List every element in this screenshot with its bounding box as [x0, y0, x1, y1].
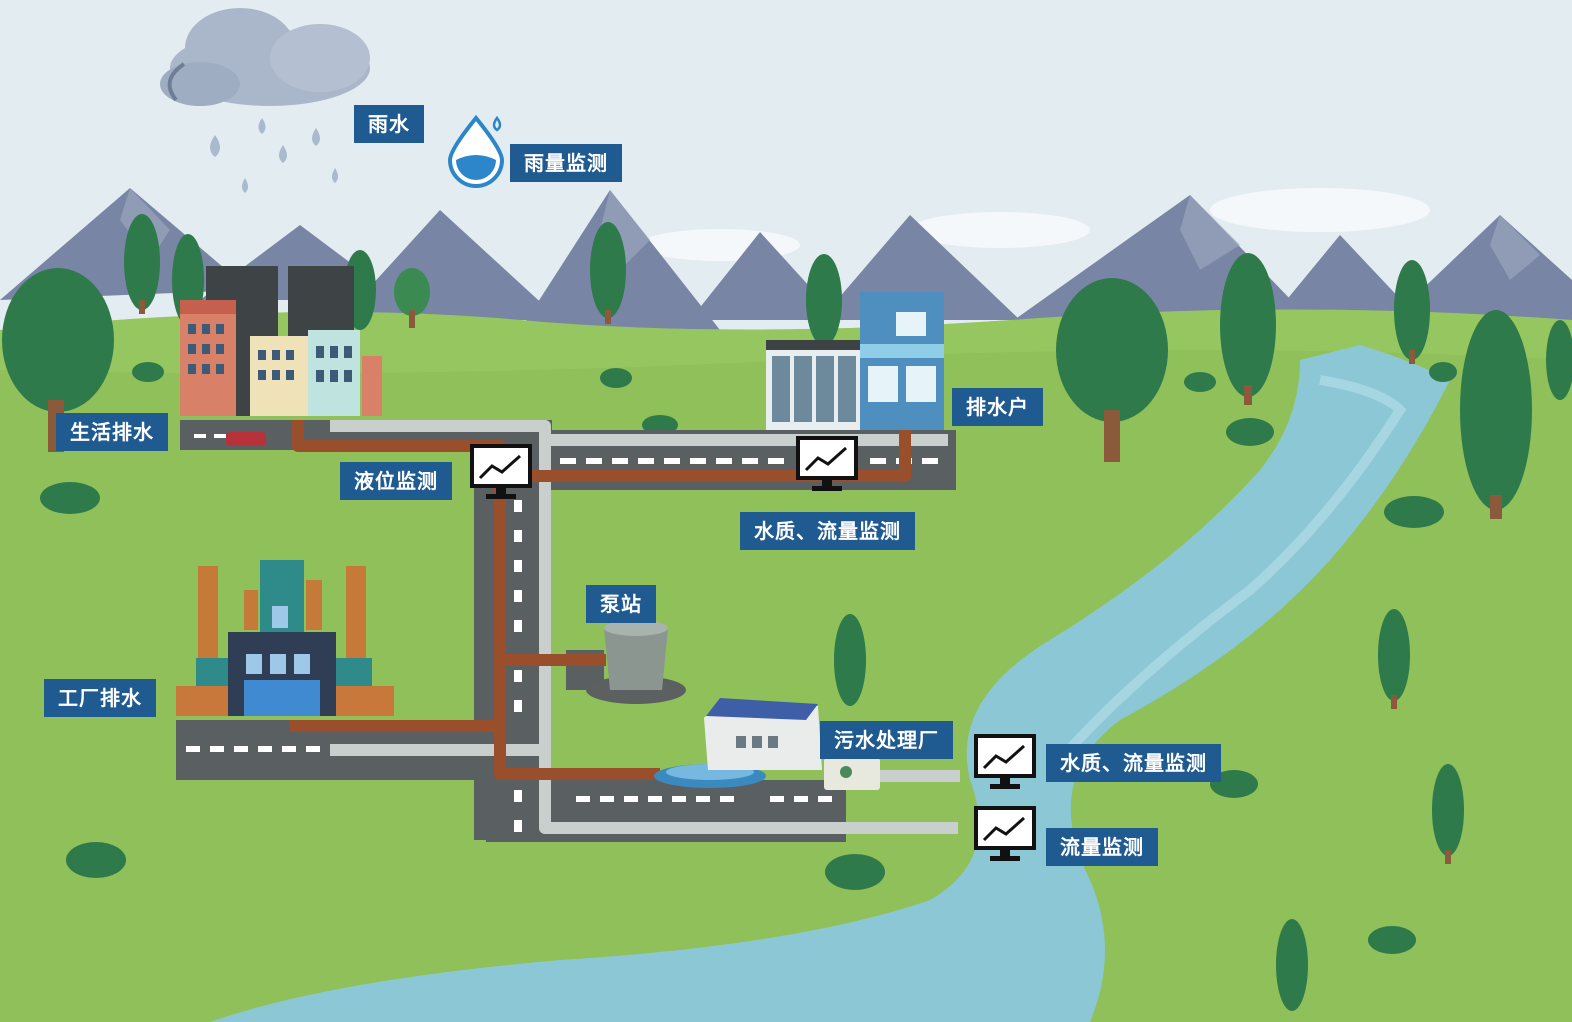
pump-station — [586, 620, 686, 704]
household-building — [766, 292, 944, 430]
label-factory-drainage: 工厂排水 — [44, 679, 156, 717]
cloud-icon — [160, 8, 370, 106]
monitor-icon — [470, 444, 532, 499]
label-rain: 雨水 — [354, 105, 424, 143]
river — [210, 345, 1450, 1022]
rain-drops — [210, 118, 338, 193]
label-flow-monitor: 流量监测 — [1046, 828, 1158, 866]
factory — [176, 560, 394, 716]
label-drainage-household: 排水户 — [952, 388, 1043, 426]
raindrop-icon — [447, 114, 505, 188]
label-level-monitor: 液位监测 — [340, 462, 452, 500]
label-pump-station: 泵站 — [586, 585, 656, 623]
rainwater-pipes — [330, 420, 960, 834]
city-buildings — [180, 266, 382, 446]
label-quality-flow-monitor-1: 水质、流量监测 — [740, 512, 915, 550]
monitor-icon — [796, 436, 858, 491]
label-rain-monitor: 雨量监测 — [510, 144, 622, 182]
label-sewage-plant: 污水处理厂 — [820, 721, 953, 759]
road-markings — [186, 434, 938, 832]
monitor-icon — [974, 734, 1036, 789]
sewage-treatment-plant — [654, 698, 880, 790]
label-domestic-drainage: 生活排水 — [56, 413, 168, 451]
label-quality-flow-monitor-2: 水质、流量监测 — [1046, 744, 1221, 782]
monitor-icon — [974, 806, 1036, 861]
